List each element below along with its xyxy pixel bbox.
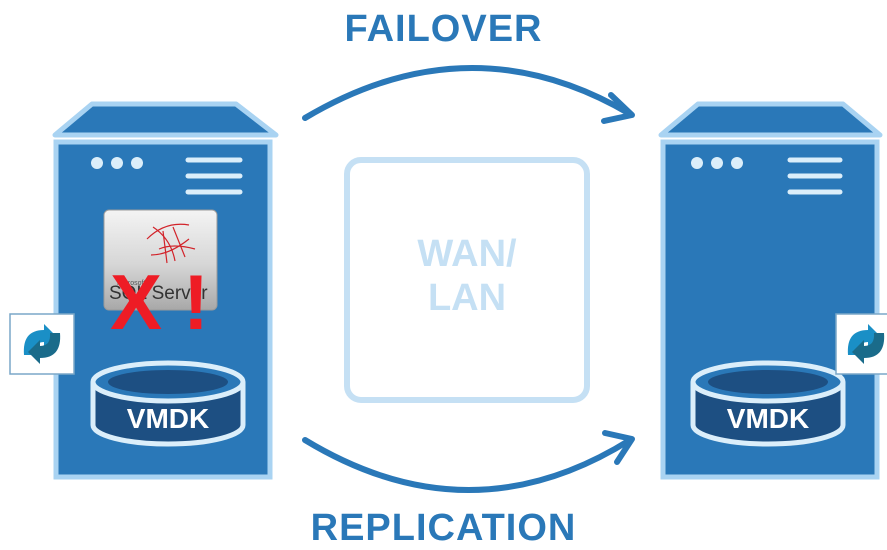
primary-server[interactable]: [52, 101, 279, 480]
server-status-dots: [91, 157, 143, 169]
replication-icon[interactable]: [835, 313, 887, 375]
server-status-dots: [691, 157, 743, 169]
secondary-server[interactable]: [658, 101, 883, 480]
failover-label: FAILOVER: [344, 8, 543, 50]
replication-label: REPLICATION: [310, 507, 577, 549]
server-vent-lines: [787, 157, 843, 195]
sql-server-logo: Microsoft SQL Server: [103, 209, 218, 311]
wan-lan-label: WAN/ LAN: [347, 232, 587, 320]
failure-exclamation-mark: !: [183, 258, 209, 346]
sql-logo-small-text: Microsoft: [117, 280, 145, 287]
vmdk-disk-secondary: [690, 360, 846, 447]
wan-lan-box: [344, 157, 590, 403]
server-vent-lines: [185, 157, 243, 195]
vmdk-label-secondary: VMDK: [726, 403, 810, 434]
failover-arrow: [302, 65, 635, 124]
sql-logo-big-text: SQL Server: [109, 283, 208, 304]
replication-icon[interactable]: [9, 313, 75, 375]
vmdk-disk-primary: [90, 360, 246, 447]
vmdk-label-primary: VMDK: [126, 403, 210, 434]
replication-arrow: [302, 430, 635, 493]
wan-label-line1: WAN/: [417, 233, 517, 275]
failure-x-mark: X: [110, 258, 163, 346]
wan-label-line2: LAN: [427, 277, 507, 319]
